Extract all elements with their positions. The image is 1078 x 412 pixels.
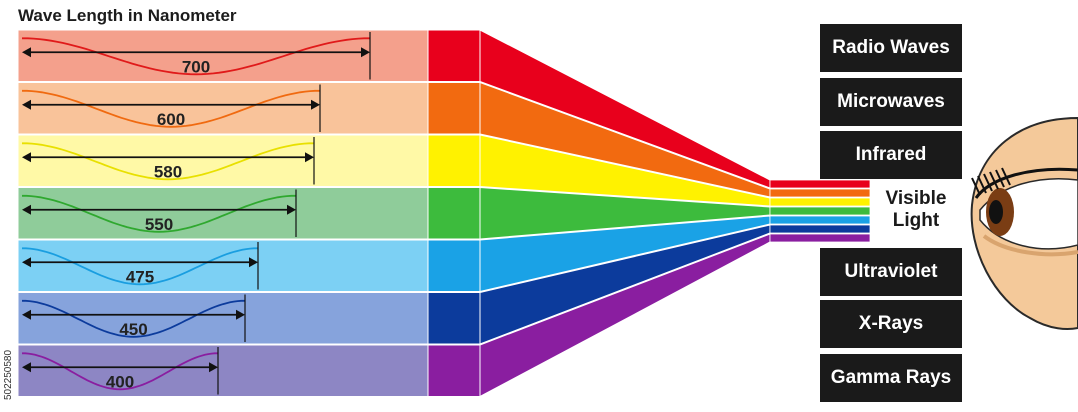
visible-band: [770, 225, 870, 233]
color-block: [428, 345, 480, 397]
color-block: [428, 188, 480, 240]
wavelength-bar: [18, 345, 428, 397]
visible-band: [770, 207, 870, 215]
wavelength-label: 475: [126, 267, 154, 286]
visible-light-label: Visible Light: [870, 188, 962, 232]
wavelength-label: 700: [182, 57, 210, 76]
visible-band: [770, 234, 870, 242]
ultraviolet-box: Ultraviolet: [820, 248, 962, 296]
visible-band: [770, 189, 870, 197]
visible-band: [770, 198, 870, 206]
eye-pupil: [989, 200, 1003, 224]
color-block: [428, 30, 480, 82]
visible-band: [770, 216, 870, 224]
wavelength-bar: [18, 83, 428, 135]
x-rays-box: X-Rays: [820, 300, 962, 348]
infrared-box: Infrared: [820, 131, 962, 179]
wavelength-label: 400: [106, 372, 134, 391]
color-block: [428, 135, 480, 187]
wavelength-bar: [18, 135, 428, 187]
visible-band: [770, 180, 870, 188]
wavelength-label: 580: [154, 162, 182, 181]
color-block: [428, 83, 480, 135]
wavelength-label: 600: [157, 110, 185, 129]
color-block: [428, 240, 480, 292]
microwaves-box: Microwaves: [820, 78, 962, 126]
wavelength-label: 450: [119, 320, 147, 339]
wavelength-label: 550: [145, 215, 173, 234]
radio-waves-box: Radio Waves: [820, 24, 962, 72]
wavelength-bar: [18, 188, 428, 240]
color-block: [428, 293, 480, 345]
gamma-rays-box: Gamma Rays: [820, 354, 962, 402]
wavelength-bar: [18, 293, 428, 345]
